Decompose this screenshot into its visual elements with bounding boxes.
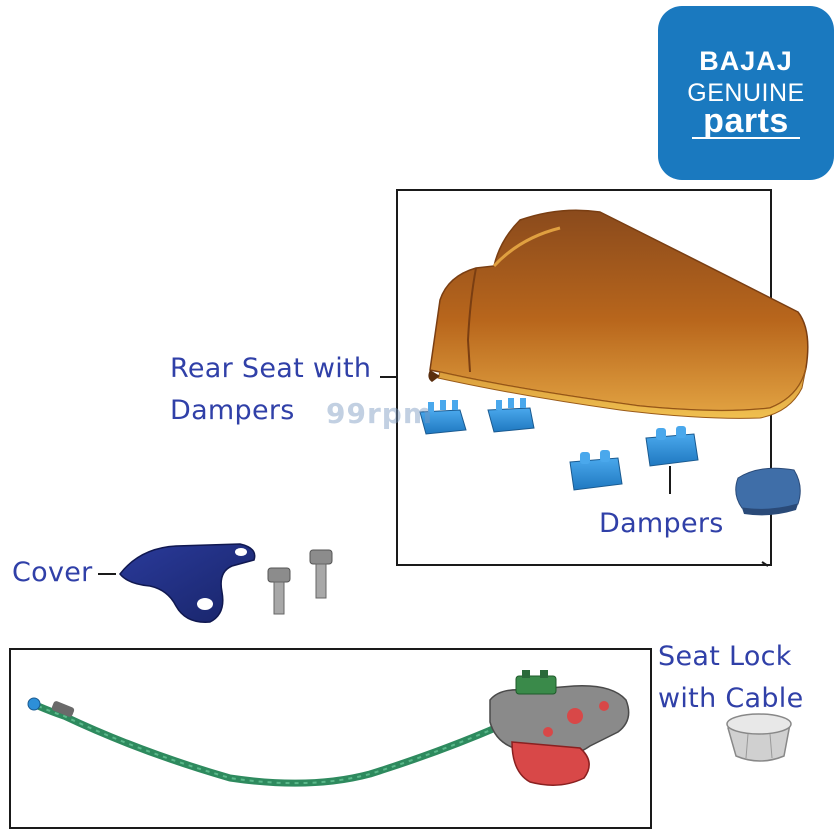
seat-lock-frame — [9, 648, 652, 829]
logo-genuine: GENUINE — [687, 79, 805, 107]
seat-lock-body-part — [489, 670, 630, 786]
rear-seat-label-line1: Rear Seat with — [170, 353, 372, 384]
cover-label: Cover — [12, 557, 93, 588]
logo-brand: BAJAJ — [699, 46, 793, 76]
bajaj-genuine-parts-logo: BAJAJ GENUINE parts — [658, 6, 834, 180]
logo-parts: parts — [703, 102, 789, 140]
damper-block-2 — [645, 426, 699, 467]
seat-damper-small-1 — [419, 400, 467, 435]
logo-underline — [692, 137, 800, 139]
bolt-1 — [267, 567, 291, 615]
seat-lock-label-line1: Seat Lock — [658, 641, 792, 672]
damper-cap — [735, 467, 801, 516]
seat-lock-cable-part — [27, 697, 504, 787]
damper-block-1 — [569, 450, 623, 491]
cover-bracket-part — [119, 543, 256, 623]
rear-seat-part — [428, 209, 809, 419]
bolt-2 — [309, 549, 333, 599]
seat-damper-small-2 — [487, 398, 535, 433]
watermark: 99rpm — [326, 397, 433, 430]
frame-corner-mark — [761, 561, 769, 567]
dampers-label: Dampers — [599, 508, 724, 539]
rear-seat-label-line2: Dampers — [170, 395, 295, 426]
rubber-grommet-part — [726, 713, 792, 762]
seat-lock-label-line2: with Cable — [658, 683, 804, 714]
